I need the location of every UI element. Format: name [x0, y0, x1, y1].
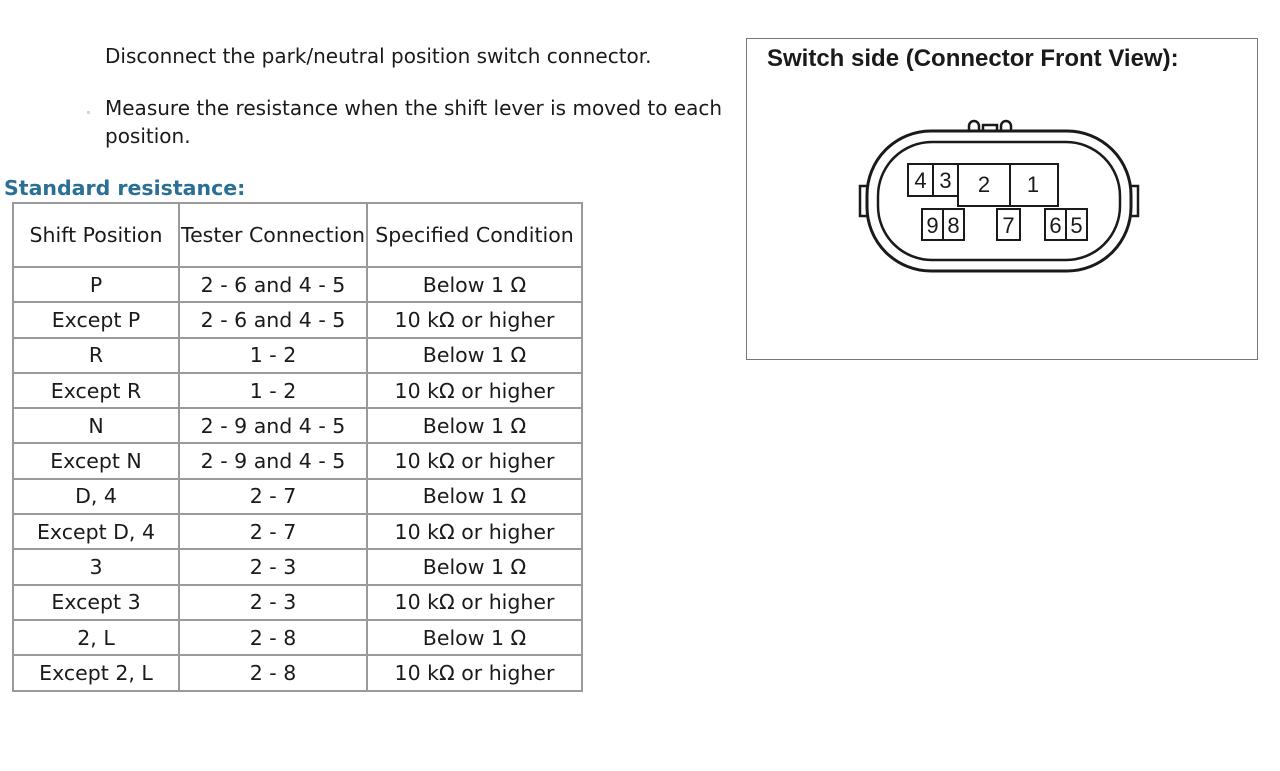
cell-shift-position: Except D, 4 — [12, 513, 180, 551]
pin-label-2: 2 — [978, 172, 990, 197]
cell-specified-condition: 10 kΩ or higher — [366, 513, 583, 551]
cell-specified-condition: Below 1 Ω — [366, 548, 583, 586]
cell-tester-connection: 1 - 2 — [178, 336, 368, 374]
pin-cavity-1 — [1009, 163, 1059, 207]
diagram-title: Switch side (Connector Front View): — [767, 45, 1179, 72]
pin-label-6: 6 — [1049, 213, 1061, 238]
cell-specified-condition: 10 kΩ or higher — [366, 301, 583, 339]
cell-tester-connection: 2 - 3 — [178, 583, 368, 621]
cell-shift-position: P — [12, 265, 180, 304]
cell-shift-position: Except 3 — [12, 583, 180, 621]
cell-shift-position: 2, L — [12, 618, 180, 657]
header-shift-position: Shift Position — [12, 202, 180, 268]
pin-cavity-5 — [1065, 208, 1088, 241]
cell-tester-connection: 1 - 2 — [178, 371, 368, 410]
connector-front-view-drawing: 4 3 2 1 9 8 7 6 5 — [858, 119, 1140, 273]
pin-label-4: 4 — [914, 168, 926, 193]
cell-tester-connection: 2 - 8 — [178, 618, 368, 657]
cell-shift-position: N — [12, 407, 180, 445]
cell-specified-condition: Below 1 Ω — [366, 265, 583, 304]
cell-specified-condition: Below 1 Ω — [366, 336, 583, 374]
cell-shift-position: Except N — [12, 442, 180, 480]
cell-specified-condition: 10 kΩ or higher — [366, 654, 583, 692]
cell-shift-position: R — [12, 336, 180, 374]
cell-specified-condition: 10 kΩ or higher — [366, 442, 583, 480]
cell-tester-connection: 2 - 6 and 4 - 5 — [178, 301, 368, 339]
bullet-marker — [87, 111, 90, 114]
cell-shift-position: Except P — [12, 301, 180, 339]
header-tester-connection: Tester Connection — [178, 202, 368, 268]
pin-label-1: 1 — [1027, 172, 1039, 197]
table-header-row: Shift Position Tester Connection Specifi… — [12, 202, 583, 268]
instruction-step-1: Disconnect the park/neutral position swi… — [105, 44, 652, 68]
standard-resistance-heading: Standard resistance: — [4, 176, 246, 200]
cell-tester-connection: 2 - 6 and 4 - 5 — [178, 265, 368, 304]
cell-tester-connection: 2 - 3 — [178, 548, 368, 586]
connector-latch — [967, 119, 1013, 135]
cell-shift-position: 3 — [12, 548, 180, 586]
cell-specified-condition: Below 1 Ω — [366, 618, 583, 657]
cell-shift-position: Except R — [12, 371, 180, 410]
connector-diagram-panel: Switch side (Connector Front View): 4 3 … — [746, 38, 1258, 360]
cell-tester-connection: 2 - 7 — [178, 513, 368, 551]
cell-tester-connection: 2 - 7 — [178, 477, 368, 516]
cell-specified-condition: 10 kΩ or higher — [366, 371, 583, 410]
pin-label-7: 7 — [1002, 213, 1014, 238]
resistance-table: Shift Position Tester Connection Specifi… — [12, 202, 583, 692]
cell-specified-condition: 10 kΩ or higher — [366, 583, 583, 621]
connector-housing-outer — [865, 129, 1133, 273]
pin-label-8: 8 — [947, 213, 959, 238]
connector-housing-inner — [876, 140, 1122, 262]
pin-label-3: 3 — [939, 168, 951, 193]
pin-label-9: 9 — [926, 213, 938, 238]
header-specified-condition: Specified Condition — [366, 202, 583, 268]
cell-tester-connection: 2 - 9 and 4 - 5 — [178, 442, 368, 480]
pin-cavity-8 — [942, 208, 965, 241]
cell-specified-condition: Below 1 Ω — [366, 477, 583, 516]
pin-cavity-7 — [996, 208, 1021, 241]
instruction-step-2: Measure the resistance when the shift le… — [105, 96, 723, 148]
cell-shift-position: Except 2, L — [12, 654, 180, 692]
cell-tester-connection: 2 - 9 and 4 - 5 — [178, 407, 368, 445]
pin-label-5: 5 — [1070, 213, 1082, 238]
cell-shift-position: D, 4 — [12, 477, 180, 516]
cell-tester-connection: 2 - 8 — [178, 654, 368, 692]
cell-specified-condition: Below 1 Ω — [366, 407, 583, 445]
